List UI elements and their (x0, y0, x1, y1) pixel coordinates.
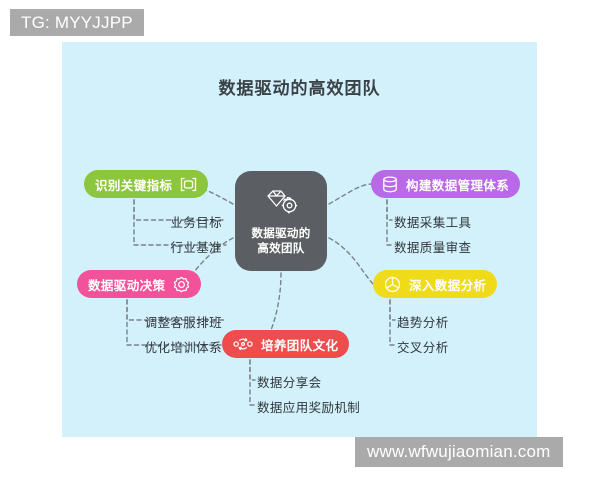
branch-kpi[interactable]: 识别关键指标 (84, 170, 209, 198)
watermark-top: TG: MYYJJPP (10, 9, 144, 36)
link-data-child2 (386, 199, 393, 246)
center-node-label: 数据驱动的 高效团队 (252, 227, 311, 257)
branch-analysis-child-2: 交叉分析 (397, 341, 449, 355)
link-data-child1 (386, 199, 393, 221)
database-icon (382, 175, 398, 193)
watermark-bottom: www.wfwujiaomian.com (355, 437, 563, 467)
branch-culture-child-2: 数据应用奖励机制 (257, 401, 361, 415)
link-center-analysis (328, 237, 374, 285)
link-culture-child2 (249, 359, 256, 406)
branch-analysis-label: 深入数据分析 (409, 278, 487, 293)
center-node[interactable]: 数据驱动的 高效团队 (235, 171, 327, 271)
diamond-gear-icon (264, 189, 298, 220)
branch-decision-child-1: 调整客服排班 (144, 316, 222, 330)
link-center-culture (270, 272, 282, 331)
branch-analysis[interactable]: 深入数据分析 (373, 270, 498, 298)
people-cycle-icon (233, 336, 253, 352)
mindmap-canvas: 数据驱动的高效团队 (62, 42, 537, 437)
pie-chart-icon (384, 276, 401, 293)
target-bracket-icon (180, 177, 197, 192)
branch-analysis-child-1: 趋势分析 (397, 316, 449, 330)
branch-data-management[interactable]: 构建数据管理体系 (371, 170, 521, 198)
branch-decision-label: 数据驱动决策 (88, 278, 166, 293)
branch-kpi-label: 识别关键指标 (95, 178, 173, 193)
branch-culture-label: 培养团队文化 (261, 338, 339, 353)
link-center-data (328, 183, 372, 205)
page-title: 数据驱动的高效团队 (218, 79, 381, 98)
link-analysis-child2 (389, 299, 396, 346)
branch-kpi-child-1: 业务目标 (170, 216, 222, 230)
branch-data-management-child-2: 数据质量审查 (394, 241, 472, 255)
branch-data-management-label: 构建数据管理体系 (406, 178, 510, 193)
branch-decision[interactable]: 数据驱动决策 (77, 270, 202, 298)
link-analysis-child1 (389, 299, 396, 321)
gear-icon (173, 276, 190, 293)
center-label-line2: 高效团队 (257, 243, 305, 255)
center-label-line1: 数据驱动的 (251, 228, 311, 240)
branch-culture-child-1: 数据分享会 (257, 376, 322, 390)
branch-kpi-child-2: 行业基准 (170, 241, 222, 255)
branch-culture[interactable]: 培养团队文化 (222, 330, 350, 358)
branch-data-management-child-1: 数据采集工具 (394, 216, 472, 230)
branch-decision-child-2: 优化培训体系 (144, 341, 222, 355)
link-culture-child1 (249, 359, 256, 381)
